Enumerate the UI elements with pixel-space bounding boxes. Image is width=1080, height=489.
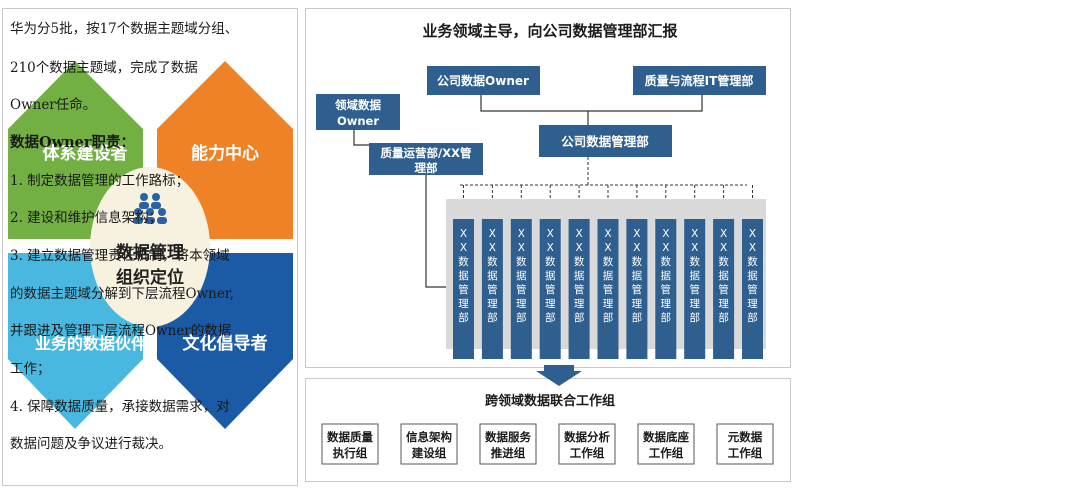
workgroup-label: 数据质量 — [327, 430, 373, 444]
dept-column-5 — [568, 219, 590, 359]
down-arrow-icon — [536, 365, 582, 386]
center-label-line2: 组织定位 — [116, 267, 184, 288]
workgroup-label: 执行组 — [333, 446, 368, 460]
box-quality-it-dept — [633, 66, 766, 95]
owner-responsibilities-text: 华为分5批，按17个数据主题域分组、 210个数据主题域，完成了数据 Owner任命… — [0, 0, 284, 486]
box-quality-ops-line1: 质量运营部/XX管 — [381, 146, 472, 160]
text-line: 210个数据主题域，完成了数据 — [10, 60, 198, 76]
workgroup-box — [321, 423, 379, 465]
dept-column-10 — [713, 219, 735, 359]
workgroup-box — [558, 423, 616, 465]
text-line: 并跟进及管理下层流程Owner的数据 — [10, 323, 232, 339]
box-quality-ops-line2: 理部 — [415, 161, 438, 175]
box-quality-ops-dept — [369, 143, 483, 175]
workgroup-label: 元数据 — [728, 430, 763, 444]
section-heading: 数据Owner职责： — [10, 134, 136, 151]
workgroup-label: 建设组 — [412, 446, 447, 460]
workgroup-label: 数据底座 — [643, 430, 689, 444]
dept-column-3 — [510, 219, 532, 359]
text-line: Owner任命。 — [10, 97, 97, 113]
workgroup-box — [716, 423, 774, 465]
text-line: 数据问题及争议进行裁决。 — [10, 436, 172, 452]
box-domain-line2: Owner — [337, 114, 379, 128]
workgroup-box — [479, 423, 537, 465]
quadrant-label-culture-advocate: 文化倡导者 — [183, 333, 268, 354]
org-positioning-panel: 体系建设者 能力中心 业务的数据伙伴 文化倡导者 数据管理 组织定位 — [2, 8, 298, 486]
quadrant-label-system-builder: 体系建设者 — [43, 143, 128, 164]
org-chart-panel: 业务领域主导，向公司数据管理部汇报 公司数据Owner 质量与流程IT管理部 领… — [305, 8, 791, 368]
dept-column-1 — [453, 219, 474, 359]
text-line: 3. 建立数据管理责任机制，将本领域 — [10, 248, 230, 264]
workgroup-label: 数据分析 — [564, 430, 610, 444]
dept-column-4 — [539, 219, 561, 359]
center-oval — [90, 167, 210, 327]
quadrant-diagram: 体系建设者 能力中心 业务的数据伙伴 文化倡导者 数据管理 组织定位 — [8, 61, 293, 429]
workgroup-label: 工作组 — [649, 446, 684, 460]
text-line: 1. 制定数据管理的工作路标； — [10, 173, 190, 189]
dept-column-8 — [655, 219, 677, 359]
center-label-line1: 数据管理 — [116, 242, 184, 263]
box-quality-it-dept-label: 质量与流程IT管理部 — [645, 73, 754, 88]
quadrant-label-business-partner: 业务的数据伙伴 — [35, 334, 147, 353]
text-line: 华为分5批，按17个数据主题域分组、 — [10, 21, 239, 37]
quadrant-label-capability-center: 能力中心 — [191, 143, 259, 164]
workgroup-label: 数据服务 — [485, 430, 531, 444]
workgroup-diagram: 跨领域数据联合工作组 数据质量执行组信息架构建设组数据服务推进组数据分析工作组数… — [321, 393, 774, 465]
box-domain-line1: 领域数据 — [334, 98, 381, 112]
text-line: 工作； — [10, 361, 51, 377]
workgroup-title: 跨领域数据联合工作组 — [485, 393, 615, 409]
dept-column-6 — [597, 219, 619, 359]
workgroup-label: 信息架构 — [406, 430, 452, 444]
text-line: 2. 建设和维护信息架构； — [10, 210, 163, 226]
people-group-icon — [133, 193, 167, 224]
workgroup-label: 工作组 — [570, 446, 605, 460]
dept-column-2 — [481, 219, 503, 359]
box-company-data-owner-label: 公司数据Owner — [437, 73, 529, 88]
dept-column-7 — [626, 219, 648, 359]
workgroup-box — [400, 423, 458, 465]
box-company-data-owner — [427, 66, 540, 95]
workgroup-label: 工作组 — [728, 446, 763, 460]
dept-column-11 — [742, 219, 763, 359]
org-chart-title: 业务领域主导，向公司数据管理部汇报 — [422, 22, 677, 40]
box-company-data-mgmt-dept-label: 公司数据管理部 — [561, 134, 649, 149]
dept-column-9 — [684, 219, 706, 359]
text-line: 的数据主题域分解到下层流程Owner, — [10, 286, 235, 302]
org-chart: 业务领域主导，向公司数据管理部汇报 公司数据Owner 质量与流程IT管理部 领… — [316, 22, 766, 359]
cross-domain-workgroup-panel: 跨领域数据联合工作组 数据质量执行组信息架构建设组数据服务推进组数据分析工作组数… — [305, 378, 791, 482]
box-domain-data-owner — [316, 94, 400, 130]
text-line: 4. 保障数据质量，承接数据需求，对 — [10, 399, 230, 415]
box-company-data-mgmt-dept — [539, 125, 672, 157]
workgroup-label: 推进组 — [491, 446, 526, 460]
workgroup-box — [637, 423, 695, 465]
